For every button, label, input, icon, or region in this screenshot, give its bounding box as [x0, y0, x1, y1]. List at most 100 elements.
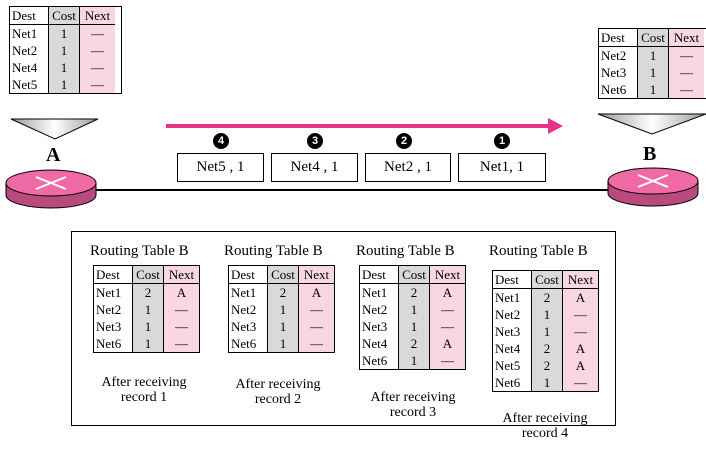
cost-cell: 1: [132, 318, 164, 335]
caption-line: record 1: [120, 390, 168, 405]
updates-panel: [71, 231, 616, 426]
caption-line: After receiving: [235, 377, 321, 392]
cost-cell: 1: [637, 81, 669, 98]
direction-arrow-head: [548, 118, 563, 134]
cost-cell: 1: [48, 76, 80, 93]
table-header-row: Dest Cost Next: [229, 266, 334, 284]
next-cell: —: [562, 306, 598, 323]
next-header: Next: [79, 7, 115, 25]
funnel-a: [10, 118, 99, 140]
next-cell: A: [429, 283, 465, 301]
next-cell: A: [298, 283, 334, 301]
cost-cell: 2: [132, 283, 164, 301]
dest-cell: Net2: [94, 301, 133, 318]
next-cell: —: [79, 76, 115, 93]
update-2-caption: After receiving record 2: [218, 377, 338, 407]
next-cell: A: [429, 335, 465, 352]
next-header: Next: [298, 266, 334, 284]
cost-cell: 1: [531, 374, 563, 391]
dest-cell: Net2: [10, 42, 49, 59]
next-cell: —: [79, 59, 115, 76]
record-1-box: Net1, 1: [458, 153, 546, 182]
next-header: Next: [562, 271, 598, 289]
table-header-row: Dest Cost Next: [599, 29, 704, 47]
dest-cell: Net2: [493, 306, 532, 323]
cost-header: Cost: [132, 266, 164, 284]
cost-cell: 2: [398, 335, 430, 352]
table-header-row: Dest Cost Next: [360, 266, 465, 284]
cost-cell: 1: [637, 46, 669, 64]
router-a-icon: [5, 169, 97, 209]
dest-cell: Net4: [493, 340, 532, 357]
cost-header: Cost: [48, 7, 80, 25]
dest-cell: Net1: [10, 24, 49, 42]
update-2-title: Routing Table B: [224, 243, 323, 259]
next-cell: —: [163, 318, 199, 335]
cost-cell: 1: [531, 323, 563, 340]
next-cell: —: [562, 374, 598, 391]
update-1-title: Routing Table B: [90, 243, 189, 259]
next-cell: —: [298, 335, 334, 352]
next-cell: —: [562, 323, 598, 340]
next-cell: —: [429, 318, 465, 335]
dest-cell: Net4: [10, 59, 49, 76]
next-cell: —: [298, 301, 334, 318]
record-4-box: Net5 , 1: [177, 153, 264, 182]
dest-cell: Net5: [10, 76, 49, 93]
record-2-badge: 2: [396, 133, 412, 149]
router-a-label: A: [46, 144, 61, 166]
cost-cell: 2: [531, 340, 563, 357]
next-header: Next: [163, 266, 199, 284]
dest-cell: Net6: [599, 81, 638, 98]
dest-cell: Net1: [493, 288, 532, 306]
next-cell: —: [668, 81, 704, 98]
caption-line: record 4: [521, 426, 569, 441]
cost-cell: 2: [531, 357, 563, 374]
dest-cell: Net3: [229, 318, 268, 335]
next-cell: A: [562, 357, 598, 374]
cost-header: Cost: [267, 266, 299, 284]
dest-cell: Net1: [94, 283, 133, 301]
cost-header: Cost: [637, 29, 669, 47]
dest-header: Dest: [229, 266, 268, 284]
cost-cell: 1: [48, 59, 80, 76]
cost-cell: 2: [531, 288, 563, 306]
record-1-badge: 1: [494, 133, 510, 149]
record-4-badge: 4: [213, 133, 229, 149]
cost-cell: 1: [398, 352, 430, 369]
update-3-title: Routing Table B: [356, 243, 455, 259]
next-cell: —: [429, 352, 465, 369]
dest-header: Dest: [94, 266, 133, 284]
cost-cell: 1: [267, 318, 299, 335]
dest-cell: Net3: [599, 64, 638, 81]
cost-cell: 1: [267, 301, 299, 318]
dest-cell: Net6: [360, 352, 399, 369]
update-3-caption: After receiving record 3: [353, 390, 473, 420]
dest-cell: Net2: [599, 46, 638, 64]
next-cell: —: [163, 301, 199, 318]
dest-cell: Net2: [360, 301, 399, 318]
table-header-row: Dest Cost Next: [94, 266, 199, 284]
cost-cell: 1: [132, 335, 164, 352]
next-header: Next: [668, 29, 704, 47]
